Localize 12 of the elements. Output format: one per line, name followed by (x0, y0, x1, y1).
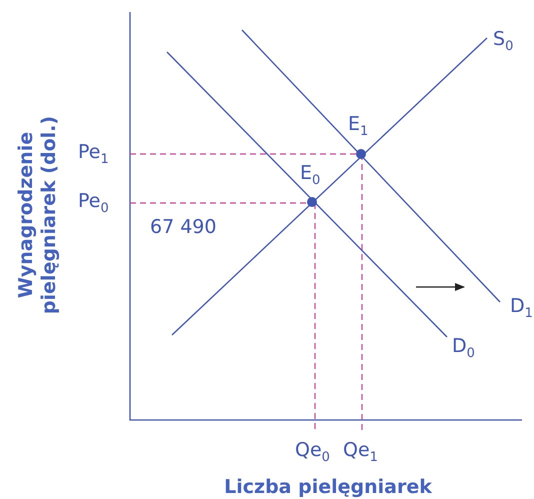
point-label: E$_{0}$ (300, 162, 320, 190)
price-label: Pe$_{0}$ (78, 190, 109, 218)
quantity-label: Qe$_{0}$ (295, 439, 330, 467)
axis-title: Wynagrodzenie pielęgniarek (dol.) (15, 114, 61, 316)
price-label: Pe$_{1}$ (78, 141, 109, 169)
axis-title: Liczba pielęgniarek (223, 476, 433, 499)
curve-label: D$_{0}$ (452, 335, 475, 363)
value-label: 67 490 (150, 216, 216, 238)
curve-label: D$_{1}$ (510, 295, 533, 323)
quantity-label: Qe$_{1}$ (343, 439, 378, 467)
point-label: E$_{1}$ (348, 113, 368, 141)
curve-label: S$_{0}$ (493, 28, 514, 56)
